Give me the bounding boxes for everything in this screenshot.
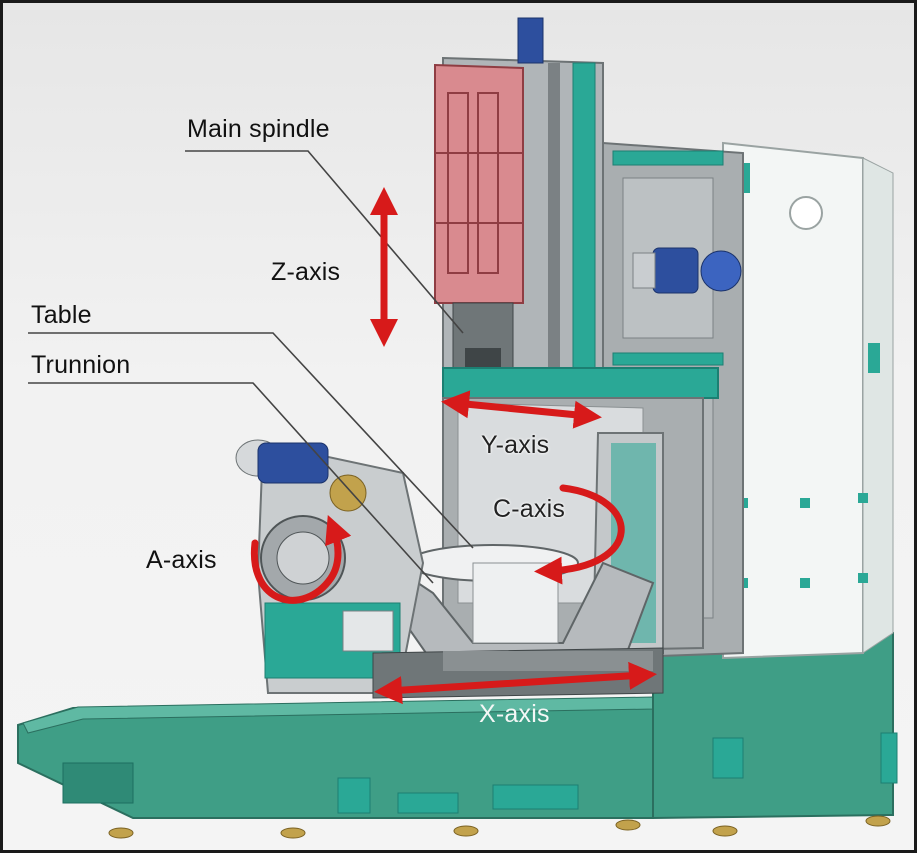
spindle-housing-ribs [435, 92, 523, 274]
main-spindle-label: Main spindle [187, 115, 330, 143]
x-axis-arrow [374, 661, 657, 705]
z-axis-label: Z-axis [271, 258, 341, 286]
a-motor [235, 439, 367, 512]
column-base-panel-2 [880, 732, 898, 784]
x-axis-label: X-axis [479, 700, 550, 728]
trunnion-cradle [386, 560, 655, 664]
c-axis-arrow [534, 484, 625, 585]
a-axis-disc-inner [276, 531, 330, 585]
bed-window-3 [492, 784, 579, 810]
table-label: Table [31, 301, 92, 329]
main-spindle-leader [185, 150, 464, 334]
table-leader [28, 332, 474, 549]
saddle-rail-1 [612, 150, 724, 166]
trunnion-leader [28, 382, 434, 584]
machine-feet [108, 815, 891, 839]
bed-window-1 [337, 777, 371, 814]
c-axis-label: C-axis [493, 495, 566, 523]
z-motor [517, 17, 544, 64]
y-axis-arrow [441, 390, 602, 429]
trunnion-label: Trunnion [31, 351, 131, 379]
rotary-table-body [472, 562, 559, 644]
a-axis-label: A-axis [146, 546, 217, 574]
z-rail [572, 62, 596, 389]
a-support-base-2 [342, 610, 394, 652]
bed-slot-1 [62, 762, 134, 804]
column-base [652, 631, 894, 820]
machine-illustration [17, 17, 898, 839]
z-rail-2 [548, 63, 560, 388]
column-base-panel [712, 737, 744, 779]
column-hole [789, 196, 823, 230]
a-axis-arrow [250, 514, 352, 604]
saddle-rail-2 [612, 352, 724, 366]
leader-lines [28, 150, 474, 584]
bed-window-2 [397, 792, 459, 814]
axis-arrows [250, 187, 657, 705]
y-crossbeam [442, 367, 719, 399]
y-axis-label: Y-axis [481, 431, 550, 459]
y-motor [632, 247, 742, 294]
x-slide-cover [443, 651, 653, 671]
column-side [862, 157, 894, 654]
